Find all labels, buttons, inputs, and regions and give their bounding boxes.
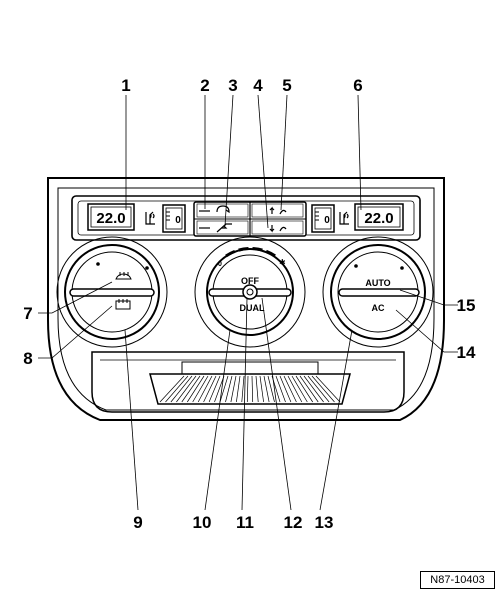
vent-slat: [236, 375, 241, 403]
seat-heater-icon: [145, 211, 155, 225]
vent-slat: [159, 375, 185, 403]
fan-speed-knob[interactable]: 0 ✱ OFF DUAL: [194, 236, 306, 348]
callout-numbers: 1 2 3 4 5 6 7 8 9 10 11 12 13 15 14: [23, 76, 476, 532]
rear-defrost-icon: [115, 299, 131, 310]
vent-slat: [259, 375, 264, 403]
callout-8: 8: [23, 349, 32, 368]
vent-slat: [192, 375, 209, 403]
fan-off-label: OFF: [241, 276, 259, 286]
callout-4: 4: [253, 76, 263, 95]
vent-slat: [214, 375, 225, 403]
vent-slat: [170, 375, 193, 403]
vent-slat: [165, 375, 189, 403]
defrost-knob[interactable]: [56, 236, 168, 348]
vent-slat: [275, 375, 286, 403]
left-temperature-display: 22.0: [87, 203, 135, 231]
vent-slat: [267, 375, 275, 403]
callout-12: 12: [284, 513, 303, 532]
vent-slat: [287, 375, 303, 403]
vent-slat: [208, 375, 221, 403]
vent-slat: [230, 375, 237, 403]
vent-slat: [255, 375, 259, 403]
vent-slat: [251, 375, 254, 403]
callout-14: 14: [457, 343, 476, 362]
callout-15: 15: [457, 296, 476, 315]
fan-dual-label: DUAL: [240, 303, 265, 313]
vent-slat: [197, 375, 213, 403]
seat-heat-level-right: 0: [311, 204, 335, 233]
air-distribution-buttons: [193, 201, 307, 237]
callout-9: 9: [133, 513, 142, 532]
mode-knob[interactable]: AUTO AC: [322, 236, 434, 348]
vent-slat: [295, 375, 313, 403]
recirculation-icon: [216, 205, 230, 214]
callout-6: 6: [353, 76, 362, 95]
callout-2: 2: [200, 76, 209, 95]
callout-1: 1: [121, 76, 130, 95]
vent-slat: [241, 375, 245, 403]
seat-heater-icon: [339, 211, 349, 225]
callout-13: 13: [315, 513, 334, 532]
air-to-face-icon: [269, 206, 287, 215]
vent-slat: [291, 375, 308, 403]
right-temperature-display: 22.0: [354, 203, 404, 231]
windshield-defrost-icon: [115, 272, 132, 280]
left-temperature-readout: 22.0: [96, 210, 125, 227]
vent-slat: [311, 375, 335, 403]
leader-lines: [38, 94, 458, 511]
callout-3: 3: [228, 76, 237, 95]
vent-slat: [181, 375, 201, 403]
callout-10: 10: [193, 513, 212, 532]
air-to-footwell-icon: [269, 225, 287, 233]
vent-slat: [187, 375, 205, 403]
vent-slat: [279, 375, 292, 403]
air-to-windshield-button[interactable]: [196, 220, 249, 235]
callout-11: 11: [236, 513, 254, 532]
vent-slat: [315, 375, 341, 403]
vent-slat: [246, 375, 249, 403]
vent-slat: [263, 375, 270, 403]
auto-label: AUTO: [365, 278, 390, 288]
vent-slat: [303, 375, 324, 403]
fan-scale-arc: [225, 246, 279, 260]
vent-grille: [159, 375, 341, 403]
seat-heat-level-left: 0: [162, 204, 186, 233]
recirculation-button[interactable]: [196, 203, 249, 218]
vent-slat: [299, 375, 319, 403]
callout-5: 5: [282, 76, 291, 95]
air-to-face-button[interactable]: [251, 203, 304, 218]
seat-heat-level-left-value: 0: [175, 215, 181, 226]
vent-slat: [176, 375, 197, 403]
fan-scale-min-label: 0: [218, 261, 222, 268]
right-temperature-readout: 22.0: [364, 210, 393, 227]
air-to-windshield-icon: [216, 223, 232, 233]
vent-slat: [203, 375, 217, 403]
ac-label: AC: [372, 303, 385, 313]
vent-slat: [225, 375, 233, 403]
air-to-footwell-button[interactable]: [251, 220, 304, 235]
callout-7: 7: [23, 304, 32, 323]
seat-heat-level-right-value: 0: [324, 215, 330, 226]
fan-icon: ✱: [279, 258, 286, 267]
vent-slat: [307, 375, 330, 403]
vent-slat: [283, 375, 297, 403]
vent-slat: [219, 375, 229, 403]
reference-code: N87-10403: [420, 571, 495, 589]
